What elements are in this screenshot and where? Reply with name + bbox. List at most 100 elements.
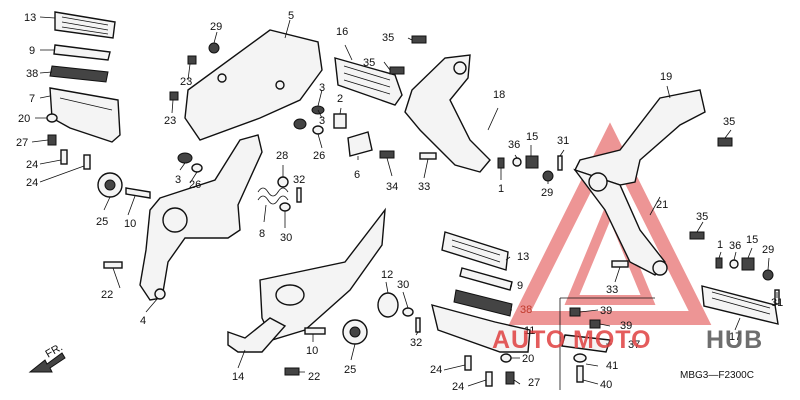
- collar-26-a: [191, 163, 203, 173]
- bolt-24-d: [485, 371, 493, 387]
- label-2: 2: [337, 93, 343, 105]
- label-5: 5: [288, 10, 294, 22]
- label-12: 12: [381, 269, 393, 281]
- pin-32-bottom: [415, 317, 421, 333]
- label-33b: 33: [606, 284, 618, 296]
- label-20b: 20: [522, 353, 534, 365]
- label-3a: 3: [319, 82, 325, 94]
- label-9a: 9: [29, 45, 35, 57]
- washer-29-mid: [542, 170, 554, 182]
- label-35b: 35: [363, 57, 375, 69]
- screw-23-a: [187, 55, 197, 65]
- plate-9-bottom: [459, 267, 513, 291]
- watermark-moto: MOTO: [573, 326, 652, 354]
- label-25b: 25: [344, 364, 356, 376]
- shield-bracket: [259, 207, 386, 341]
- label-24d: 24: [452, 381, 464, 393]
- label-24a: 24: [26, 159, 38, 171]
- label-39b: 39: [620, 320, 632, 332]
- washer-30-top: [279, 202, 291, 212]
- label-35d: 35: [696, 211, 708, 223]
- footpeg-7: [49, 87, 121, 143]
- label-31a: 31: [557, 135, 569, 147]
- step-bracket-19: [573, 89, 706, 276]
- label-32b: 32: [410, 337, 422, 349]
- bolt-35-c: [717, 137, 733, 147]
- label-6: 6: [354, 169, 360, 181]
- bolt-24-b: [83, 154, 91, 170]
- direction-arrow: [28, 352, 66, 373]
- plate-38-top: [49, 65, 109, 83]
- label-3b: 3: [175, 174, 181, 186]
- label-15a: 15: [526, 131, 538, 143]
- label-13b: 13: [517, 251, 529, 263]
- label-22b: 22: [308, 371, 320, 383]
- watermark-text: AUTO MOTO HUB: [492, 326, 763, 354]
- watermark-auto: AUTO: [492, 326, 566, 354]
- bolt-34: [379, 150, 395, 159]
- label-36a: 36: [508, 139, 520, 151]
- label-37: 37: [628, 339, 640, 351]
- bolt-27-bottom: [505, 371, 515, 385]
- label-10a: 10: [124, 218, 136, 230]
- label-7: 7: [29, 93, 35, 105]
- label-14: 14: [232, 371, 244, 383]
- pin-10-bottom: [304, 327, 326, 335]
- label-9b: 9: [517, 280, 523, 292]
- label-29a: 29: [210, 21, 222, 33]
- bolt-27-top: [47, 134, 57, 146]
- plate-15-right: [741, 257, 755, 271]
- stopper-6: [347, 131, 373, 157]
- cotter-31-top: [557, 155, 563, 171]
- label-3c: 3: [319, 115, 325, 127]
- label-38b: 38: [520, 304, 532, 316]
- spring-12: [377, 292, 399, 318]
- label-26b: 26: [313, 150, 325, 162]
- bolt-24-a: [60, 149, 68, 165]
- label-39a: 39: [600, 305, 612, 317]
- detent-25-bottom: [342, 319, 368, 345]
- bolt-35-b: [389, 66, 405, 75]
- plate-38-bottom: [453, 289, 513, 317]
- watermark-hub: HUB: [706, 326, 763, 354]
- label-27b: 27: [528, 377, 540, 389]
- ball-36-right: [729, 259, 739, 269]
- label-36b: 36: [729, 240, 741, 252]
- passenger-peg-17: [701, 285, 779, 325]
- nut-29-top: [208, 42, 220, 54]
- washer-30-bottom: [402, 307, 414, 317]
- label-30b: 30: [397, 279, 409, 291]
- leader-lines: [31, 16, 778, 387]
- diagram-code: MBG3—F2300C: [680, 370, 754, 381]
- label-34: 34: [386, 181, 398, 193]
- label-13a: 13: [24, 12, 36, 24]
- label-10b: 10: [306, 345, 318, 357]
- ball-36-top: [512, 157, 522, 167]
- spring-1-top: [497, 157, 505, 169]
- label-23a: 23: [180, 76, 192, 88]
- bolt-22-top: [103, 261, 123, 269]
- passenger-bracket-18: [404, 54, 491, 173]
- bolt-35-d: [689, 231, 705, 240]
- label-28: 28: [276, 150, 288, 162]
- label-23b: 23: [164, 115, 176, 127]
- collar-2: [333, 113, 347, 129]
- plate-9-top: [53, 44, 111, 61]
- label-33a: 33: [418, 181, 430, 193]
- grommet-3-b: [293, 118, 307, 130]
- washer-20-top: [46, 113, 58, 123]
- label-41: 41: [606, 360, 618, 372]
- label-26a: 26: [189, 179, 201, 191]
- washer-29-right: [762, 269, 774, 281]
- collar-26-b: [312, 125, 324, 135]
- label-31b: 31: [771, 297, 783, 309]
- screw-23-b: [169, 91, 179, 101]
- label-20a: 20: [18, 113, 30, 125]
- label-11: 11: [524, 325, 535, 337]
- label-16: 16: [336, 26, 348, 38]
- pin-33-top: [419, 152, 437, 160]
- label-35a: 35: [382, 32, 394, 44]
- inset-box: [559, 297, 655, 390]
- label-29c: 29: [762, 244, 774, 256]
